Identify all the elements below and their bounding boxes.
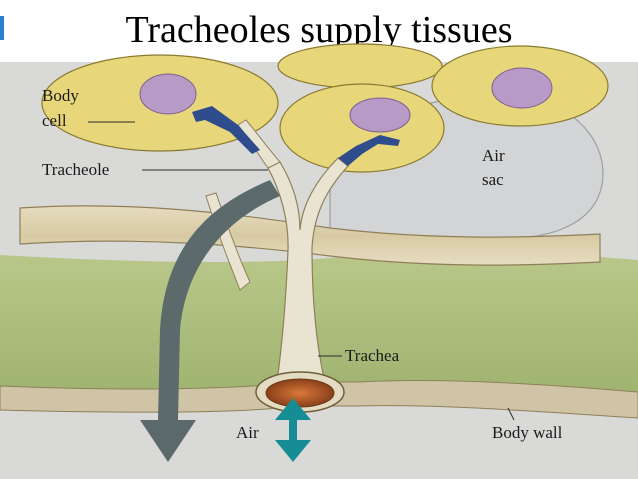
label-body-cell-line2: cell [42,111,67,130]
slide-accent-bar [0,16,4,40]
cell-nucleus [491,67,553,109]
cell-nucleus [349,97,411,133]
label-air: Air [236,423,259,442]
trachea-trunk [267,157,349,396]
body-cell [277,43,443,89]
tracheole-left-tip [192,106,260,154]
leader-lines [88,121,515,421]
label-air-sac-line2: sac [482,170,504,189]
body-cells [41,43,609,173]
label-air-sac-line1: Air [482,146,505,165]
label-body-wall: Body wall [492,423,563,442]
label-tracheole: Tracheole [42,160,109,179]
label-trachea: Trachea [345,346,400,365]
tracheole-left-branch [237,119,281,169]
spiracle [255,371,345,413]
cell-nucleus [139,73,197,115]
flow-arrow-icon [140,180,280,462]
air-arrow-icon [275,398,311,462]
tracheole-right-tip [338,135,400,166]
slide-title: Tracheoles supply tissues [125,9,513,51]
label-body-cell-line1: Body [42,86,79,105]
